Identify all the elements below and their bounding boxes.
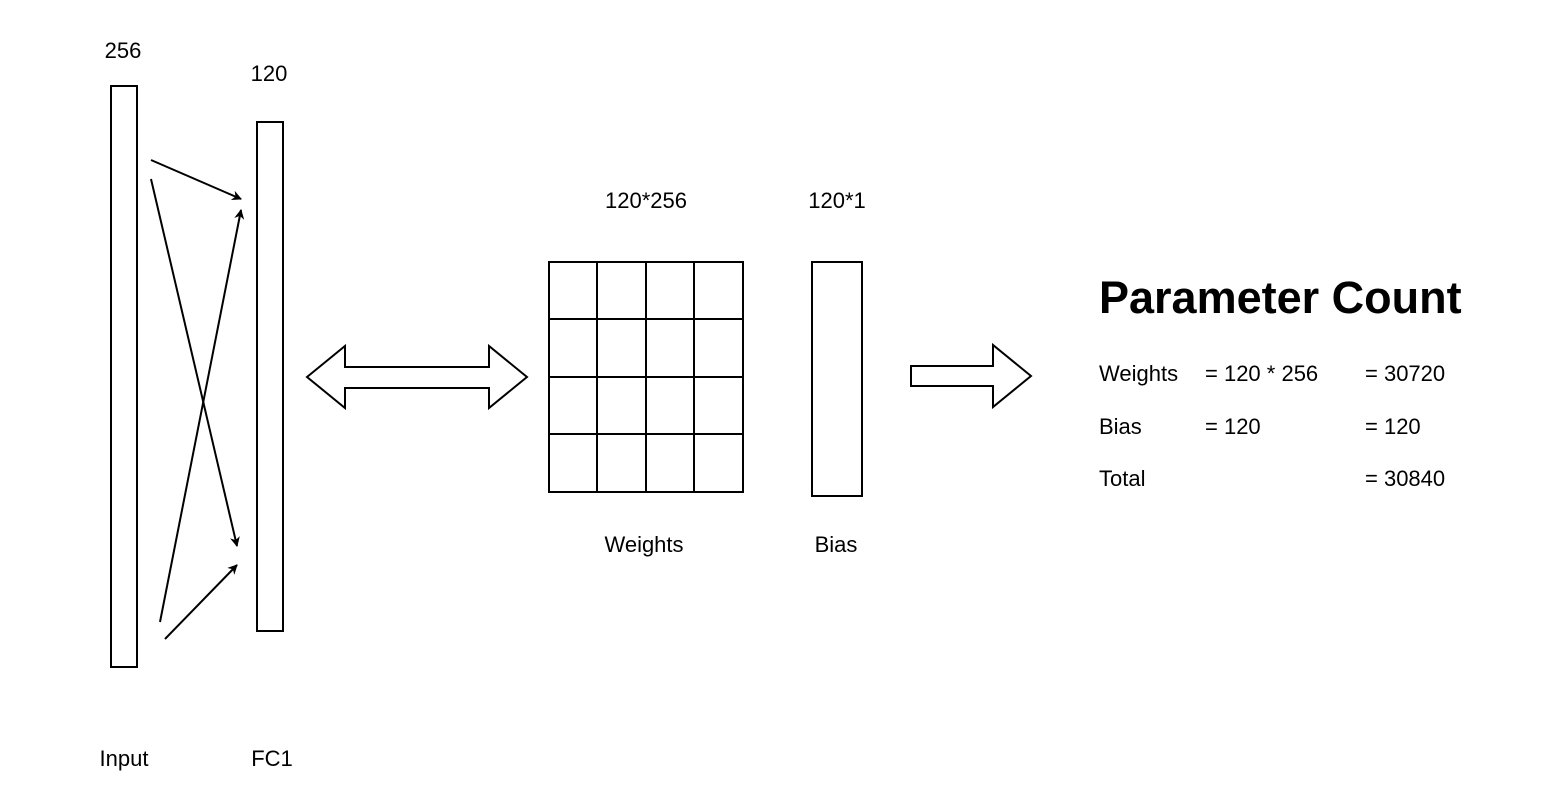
weights-matrix-grid (548, 261, 744, 493)
fc1-size-label: 120 (250, 61, 288, 86)
total-row-name: Total (1099, 466, 1146, 491)
input-layer-label: Input (99, 746, 149, 771)
bias-shape-label: 120*1 (808, 188, 866, 213)
weights-row-result: = 30720 (1365, 361, 1446, 386)
input-layer-bar (110, 85, 138, 668)
parameter-count-title: Parameter Count (1099, 272, 1462, 323)
connection-arrow (159, 209, 245, 623)
input-size-label: 256 (104, 38, 142, 63)
bias-vector-bar (811, 261, 863, 497)
weights-shape-label: 120*256 (605, 188, 687, 213)
weights-row-expression: = 120 * 256 (1205, 361, 1319, 386)
fc1-layer-bar (256, 121, 284, 632)
equivalence-double-arrow (305, 343, 529, 411)
result-arrow (910, 342, 1033, 410)
connection-arrow (164, 564, 238, 640)
total-row-result: = 30840 (1365, 466, 1446, 491)
bias-row-name: Bias (1099, 414, 1142, 439)
bias-row-expression: = 120 (1205, 414, 1261, 439)
weights-label: Weights (604, 532, 684, 557)
connection-arrow (150, 178, 240, 547)
connection-arrow (150, 159, 242, 201)
bias-label: Bias (814, 532, 858, 557)
bias-row-result: = 120 (1365, 414, 1421, 439)
connection-arrows (150, 159, 245, 640)
weights-row-name: Weights (1099, 361, 1179, 386)
fc1-layer-label: FC1 (251, 746, 293, 771)
